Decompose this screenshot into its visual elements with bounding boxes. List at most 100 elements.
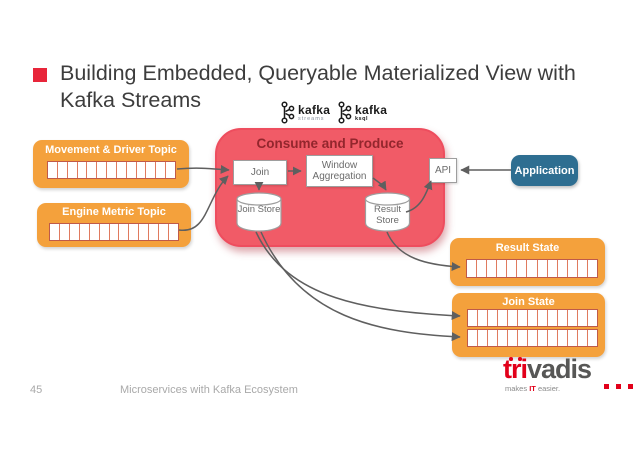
trivadis-dot: [518, 357, 522, 361]
window-aggregation-node: Window Aggregation: [306, 155, 373, 187]
queue-cell: [107, 162, 117, 178]
tagline-pre: makes: [505, 384, 530, 393]
queue-cell: [548, 310, 558, 326]
page-number: 45: [30, 384, 43, 396]
queue-cell: [80, 224, 90, 240]
queue-cell: [156, 162, 167, 178]
queue-cell: [478, 310, 488, 326]
queue-cell: [498, 310, 508, 326]
queue-cell: [169, 224, 178, 240]
footer-text: Microservices with Kafka Ecosystem: [120, 384, 298, 396]
queue-cell: [568, 260, 578, 277]
queue-cell: [507, 260, 518, 277]
kafka-wordmark: kafka: [355, 103, 388, 117]
trivadis-tagline: makes IT easier.: [505, 384, 560, 393]
queue-cell: [578, 310, 588, 326]
result-store-cylinder: Result Store: [364, 192, 411, 232]
queue-cell: [558, 310, 568, 326]
queue-cell: [548, 260, 558, 277]
queue-cell: [588, 260, 597, 277]
queue-cell: [119, 224, 130, 240]
queue-cell: [146, 162, 157, 178]
queue-cell: [50, 224, 60, 240]
queue-cell: [508, 310, 518, 326]
queue-cell: [149, 224, 160, 240]
queue-cell: [90, 224, 100, 240]
queue-cell: [468, 310, 478, 326]
queue-cell: [58, 162, 68, 178]
queue-cell: [129, 224, 140, 240]
result-state-box: Result State: [450, 238, 605, 286]
queue-cell: [139, 224, 150, 240]
queue-cell: [528, 330, 538, 346]
queue-cell: [527, 260, 538, 277]
queue-cell: [166, 162, 175, 178]
state-queue-bar: [466, 259, 598, 278]
kafka-icon: [281, 101, 295, 124]
queue-cell: [477, 260, 488, 277]
queue-cell: [518, 310, 528, 326]
queue-cell: [578, 260, 588, 277]
movement-driver-topic-box: Movement & Driver Topic: [33, 140, 189, 188]
engine-metric-topic-box: Engine Metric Topic: [37, 203, 191, 247]
topic-label: Movement & Driver Topic: [45, 144, 177, 156]
queue-cell: [517, 260, 528, 277]
queue-cell: [117, 162, 127, 178]
trivadis-logo: trivadis makes IT easier.: [503, 356, 637, 398]
queue-cell: [78, 162, 88, 178]
join-state-box: Join State: [452, 293, 605, 357]
kafka-ksql-subtitle: ksql: [355, 116, 369, 122]
join-store-cylinder: Join Store: [236, 192, 282, 232]
trivadis-brand-red: tri: [503, 354, 528, 384]
queue-cell: [488, 330, 498, 346]
state-label: Result State: [495, 242, 560, 254]
title-bullet-square: [33, 68, 47, 82]
queue-cell: [87, 162, 98, 178]
queue-cell: [578, 330, 588, 346]
state-queue-bar: [467, 329, 598, 347]
queue-cell: [538, 330, 548, 346]
state-queue-bar: [467, 309, 598, 327]
queue-cell: [127, 162, 137, 178]
trivadis-squares: [604, 384, 633, 389]
kafka-streams-logo: kafka streams: [280, 101, 330, 124]
queue-cell: [68, 162, 78, 178]
queue-cell: [100, 224, 110, 240]
queue-cell: [497, 260, 508, 277]
trivadis-brand-gray: vadis: [527, 354, 592, 384]
tagline-accent: IT: [529, 384, 536, 393]
state-label: Join State: [502, 296, 555, 308]
queue-cell: [498, 330, 508, 346]
queue-cell: [568, 330, 578, 346]
join-node: Join: [233, 160, 287, 185]
application-box: Application: [511, 155, 578, 186]
tagline-post: easier.: [535, 384, 561, 393]
kafka-wordmark: kafka: [298, 103, 331, 117]
queue-cell: [518, 330, 528, 346]
kafka-ksql-logo: kafka ksql: [337, 101, 387, 124]
queue-cell: [70, 224, 80, 240]
slide-title: Building Embedded, Queryable Materialize…: [60, 61, 576, 112]
queue-cell: [558, 330, 568, 346]
queue-cell: [467, 260, 478, 277]
queue-cell: [159, 224, 170, 240]
queue-cell: [478, 330, 488, 346]
queue-cell: [528, 310, 538, 326]
api-node: API: [429, 158, 457, 183]
queue-cell: [110, 224, 120, 240]
consume-and-produce-title: Consume and Produce: [256, 136, 404, 151]
queue-cell: [137, 162, 147, 178]
queue-cell: [538, 260, 548, 277]
queue-cell: [568, 310, 578, 326]
queue-cell: [488, 310, 498, 326]
queue-cell: [48, 162, 58, 178]
queue-cell: [487, 260, 498, 277]
topic-label: Engine Metric Topic: [62, 206, 166, 218]
queue-cell: [60, 224, 70, 240]
kafka-icon: [338, 101, 352, 124]
trivadis-dot: [509, 357, 513, 361]
queue-cell: [468, 330, 478, 346]
cylinder-icon: [236, 192, 282, 232]
result-store-label: Result Store: [374, 204, 401, 226]
